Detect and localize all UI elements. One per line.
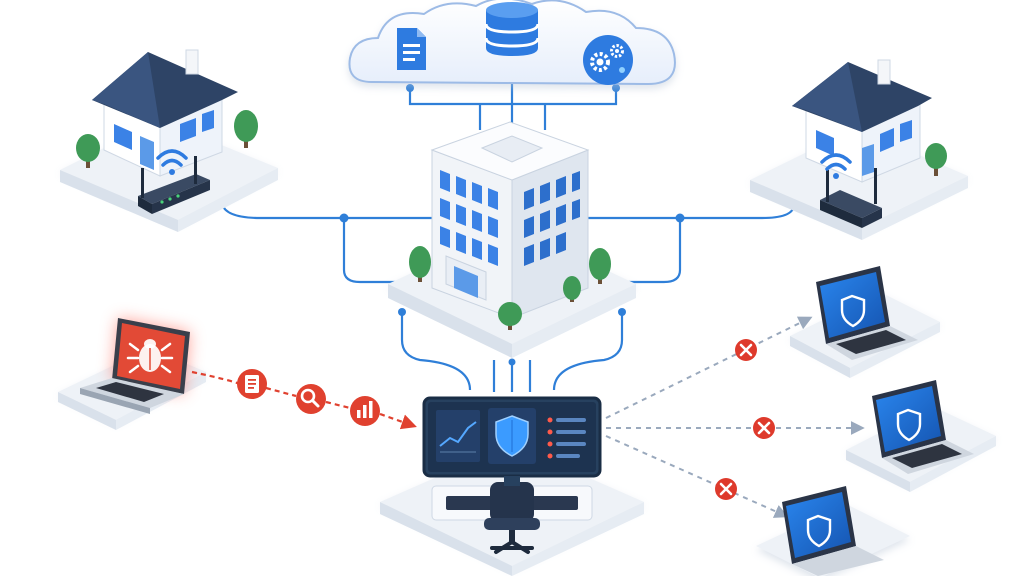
house-right-link bbox=[588, 205, 796, 220]
wifi-router-icon bbox=[138, 149, 210, 214]
tree-icon bbox=[76, 110, 258, 168]
house-icon bbox=[792, 59, 932, 183]
office-chair-icon bbox=[484, 482, 540, 554]
laptop-icon bbox=[782, 486, 884, 576]
database-icon bbox=[484, 2, 540, 56]
protected-laptop bbox=[846, 380, 996, 492]
house-left-link bbox=[342, 218, 412, 284]
home-network-left bbox=[60, 49, 278, 232]
document-icon bbox=[397, 28, 426, 70]
magnifier-icon bbox=[296, 384, 326, 414]
infected-laptop bbox=[58, 318, 206, 430]
shield-icon bbox=[488, 408, 536, 464]
line-chart-icon bbox=[436, 410, 480, 462]
blocked-x-icon bbox=[753, 417, 775, 439]
headquarters bbox=[388, 121, 636, 358]
security-operations-center bbox=[380, 396, 644, 576]
bug-icon bbox=[126, 339, 174, 374]
document-icon bbox=[237, 369, 267, 399]
monitor-icon bbox=[422, 396, 602, 486]
protected-laptop bbox=[790, 266, 940, 378]
blocked-x-icon bbox=[715, 478, 737, 500]
threat-path bbox=[191, 369, 417, 430]
cloud-link bbox=[478, 104, 547, 130]
laptop-icon bbox=[816, 266, 918, 360]
wifi-router-icon bbox=[820, 153, 882, 228]
house-icon bbox=[92, 49, 238, 177]
blocked-connections bbox=[605, 316, 865, 518]
house-right-link bbox=[612, 218, 682, 284]
laptop-icon bbox=[872, 380, 974, 474]
shield-icon bbox=[896, 408, 922, 442]
home-network-right bbox=[750, 59, 968, 240]
tree-icon bbox=[409, 246, 611, 330]
office-building-icon bbox=[430, 121, 590, 319]
shield-icon bbox=[806, 514, 832, 548]
gears-icon bbox=[583, 35, 633, 85]
soc-link bbox=[400, 312, 472, 391]
status-list bbox=[547, 417, 586, 459]
protected-laptop bbox=[756, 486, 910, 576]
house-left-link bbox=[220, 203, 432, 220]
tree-icon bbox=[925, 143, 947, 176]
soc-link bbox=[552, 312, 624, 391]
shield-icon bbox=[840, 294, 866, 328]
blocked-x-icon bbox=[735, 339, 757, 361]
bar-chart-icon bbox=[350, 396, 380, 426]
